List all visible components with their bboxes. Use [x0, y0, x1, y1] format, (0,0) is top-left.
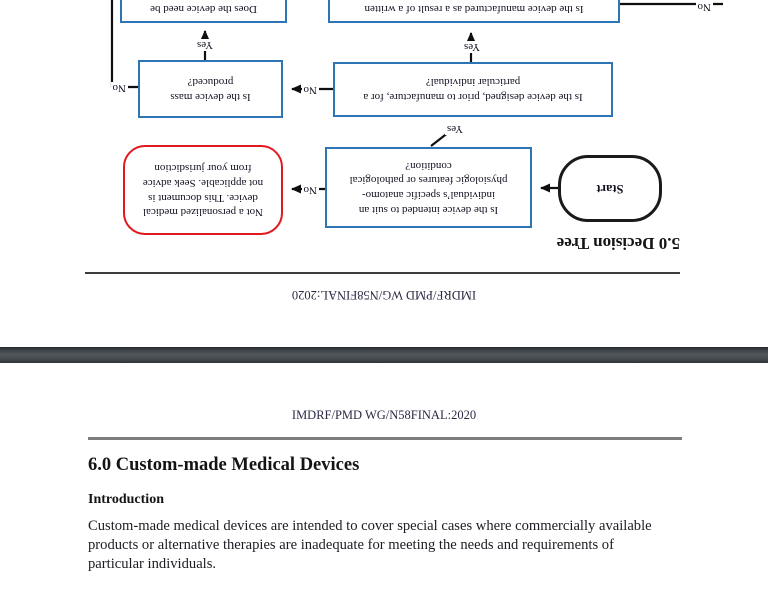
- q5-line: Does the device need be: [150, 3, 257, 15]
- label-yes-q1: Yes: [444, 122, 465, 135]
- q4-mass-produced-box: Is the device mass produced?: [138, 60, 283, 118]
- page2-body-paragraph: Custom-made medical devices are intended…: [88, 517, 698, 573]
- q4-line: Is the device mass: [170, 90, 251, 103]
- not-applicable-box: Not a personalized medical device. This …: [123, 145, 283, 235]
- na-line: from your jurisdiction: [154, 162, 252, 175]
- q3-manufactured-box: Is the device manufactured as a result o…: [328, 0, 620, 23]
- q1-line: physiologic features or pathological: [349, 174, 508, 187]
- q1-line: Is the device intended to suit an: [358, 203, 499, 216]
- na-line: device. This document is: [148, 191, 258, 204]
- q4-line: produced?: [187, 76, 234, 88]
- start-node-label: Start: [596, 182, 624, 196]
- label-no-q4: No: [110, 81, 128, 94]
- q2-line: particular individual?: [425, 76, 521, 89]
- q1-line: individual’s specific anatomo-: [361, 189, 496, 202]
- label-no-q2: No: [301, 83, 319, 96]
- start-node: Start: [558, 155, 662, 222]
- q2-line: Is the device designed, prior to manufac…: [363, 91, 583, 104]
- rotated-page-content: IMDRF/PMD WG/N58FINAL:2020 5.0 Decision …: [85, 0, 723, 302]
- label-no-q3: No: [695, 0, 713, 13]
- q1-intended-box: Is the device intended to suit an indivi…: [325, 147, 532, 228]
- body-line: products or alternative therapies are in…: [88, 536, 614, 553]
- page2-section-title: 6.0 Custom-made Medical Devices: [88, 455, 360, 475]
- na-line: not applicable. Seek advice: [142, 177, 264, 189]
- page2-header-rule: [88, 437, 682, 440]
- page-custom-made-devices: IMDRF/PMD WG/N58FINAL:2020 6.0 Custom-ma…: [0, 363, 768, 593]
- body-line: particular individuals.: [88, 555, 217, 572]
- page2-subsection-title: Introduction: [88, 492, 164, 507]
- q1-line: condition?: [405, 159, 452, 172]
- q2-designed-box: Is the device designed, prior to manufac…: [333, 62, 613, 117]
- page-separator-bar: [0, 347, 768, 363]
- na-line: Not a personalized medical: [142, 206, 264, 219]
- q5-need-box: Does the device need be: [120, 0, 287, 23]
- page2-running-header: IMDRF/PMD WG/N58FINAL:2020: [291, 408, 477, 422]
- label-no-q1: No: [301, 183, 319, 196]
- body-line: Custom-made medical devices are intended…: [88, 518, 652, 534]
- label-yes-q4: Yes: [194, 38, 215, 51]
- q3-line: Is the device manufactured as a result o…: [364, 3, 584, 15]
- page-decision-tree-rotated: IMDRF/PMD WG/N58FINAL:2020 5.0 Decision …: [85, 0, 723, 302]
- label-yes-q2: Yes: [461, 40, 482, 53]
